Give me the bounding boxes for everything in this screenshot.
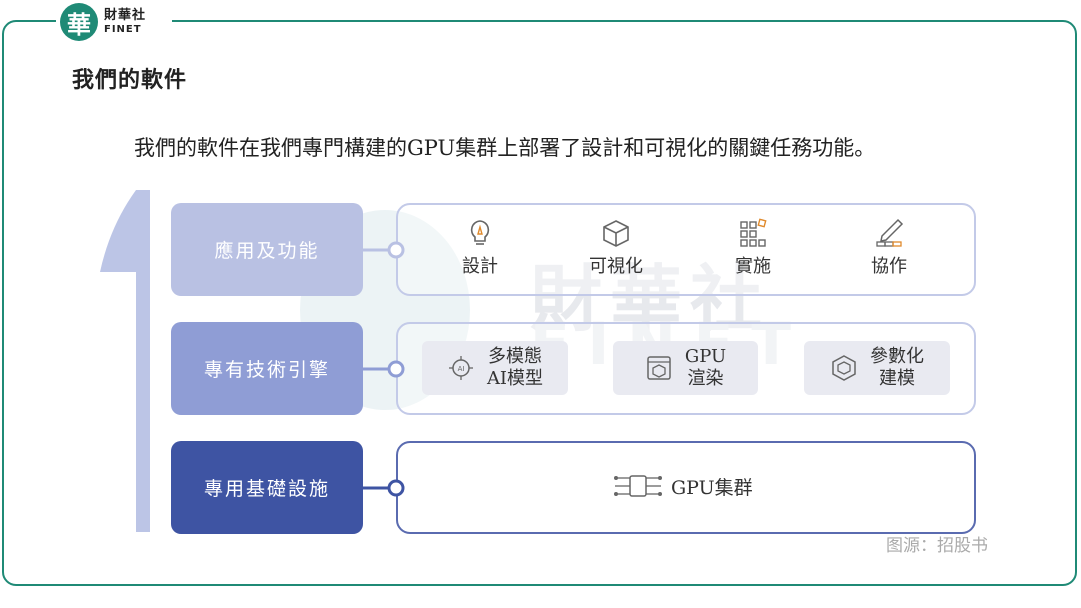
hex-cube-icon (832, 355, 856, 381)
content-frame (2, 20, 1077, 586)
up-arrow-icon (100, 190, 150, 532)
tech-item-line: AI模型 (486, 368, 544, 389)
connector-icon (356, 360, 405, 378)
layer-label-infrastructure: 專用基礎設施 (171, 441, 363, 534)
layer-panel-infrastructure (396, 441, 976, 534)
layer-label-tech-engine: 專有技術引擎 (171, 322, 363, 415)
logo-name-en: FINET (104, 24, 142, 35)
app-item-visualization: 可視化 (589, 218, 643, 278)
page-title: 我們的軟件 (72, 68, 188, 93)
app-item-collaboration: 協作 (871, 218, 907, 278)
tech-item-line: 多模態 (487, 346, 542, 368)
cube-icon (603, 220, 629, 247)
app-item-label: 設計 (462, 256, 498, 277)
app-item-label: 實施 (735, 256, 771, 277)
render-window-icon (647, 356, 671, 380)
logo-name-cn: 財華社 (104, 8, 147, 23)
lightbulb-pen-icon (470, 220, 490, 245)
layer-label-applications: 應用及功能 (171, 203, 363, 296)
pencil-bricks-icon (876, 218, 904, 247)
subtitle: 我們的軟件在我們專門構建的GPU集群上部署了設計和可視化的關鍵任務功能。 (134, 136, 876, 160)
tech-item-line: 參數化 (870, 346, 924, 368)
tech-item-gpu-render: GPU 渲染 (613, 341, 758, 395)
app-item-implementation: 實施 (735, 218, 771, 278)
tech-item-line: 渲染 (687, 368, 724, 389)
tech-item-line: GPU (684, 346, 727, 368)
tech-item-line: 建模 (879, 368, 915, 389)
infra-item-gpu-cluster: GPU集群 (613, 468, 753, 504)
app-item-label: 可視化 (589, 256, 643, 277)
infra-item-label: GPU集群 (671, 476, 753, 499)
tech-item-ai-model: AI 多模態 AI模型 (422, 341, 568, 395)
app-item-label: 協作 (871, 256, 907, 277)
app-item-design: 設計 (462, 218, 498, 278)
layer-panel-applications (396, 203, 976, 296)
ai-chip-icon: AI (448, 356, 473, 380)
blocks-icon (740, 218, 767, 247)
brand-logo: 華 財華社 FINET (56, 0, 172, 44)
circuit-cluster-icon (614, 475, 662, 497)
tech-item-parametric-modeling: 參數化 建模 (804, 341, 950, 395)
connector-icon (356, 241, 405, 259)
svg-text:AI: AI (458, 365, 465, 373)
image-source: 图源：招股书 (886, 536, 988, 556)
connector-icon (356, 479, 405, 497)
logo-mark: 華 (60, 3, 98, 41)
